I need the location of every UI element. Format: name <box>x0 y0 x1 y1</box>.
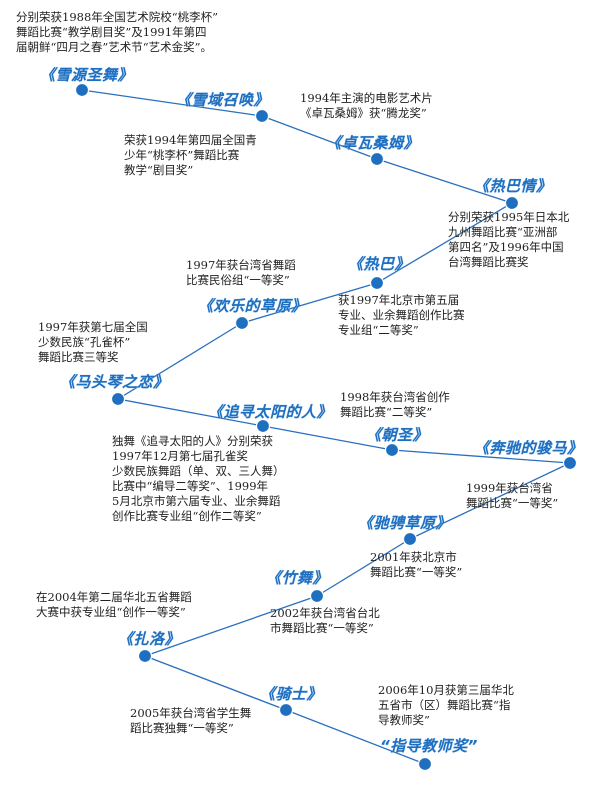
link-zhuowa-to-reba_qing <box>376 158 513 204</box>
note-zhidao: 2006年10月获第三届华北 五省市（区）舞蹈比赛“指 导教师奖” <box>378 683 514 727</box>
node-zhuwu <box>309 588 325 604</box>
node-reba <box>369 275 385 291</box>
note-reba-beijing: 获1997年北京市第五届 专业、业余舞蹈创作比赛 专业组“二等奖” <box>338 293 465 337</box>
link-xueyu-to-zhuowa <box>261 115 378 160</box>
link-xueyuan-to-xueyu <box>81 89 263 117</box>
node-reba_qing <box>504 195 520 211</box>
note-benchi: 1999年获台湾省 舞蹈比赛“一等奖” <box>466 481 559 510</box>
note-reba-qing: 分别荣获1995年日本北 九州舞蹈比赛“亚洲部 第四名”及1996年中国 台湾舞… <box>448 210 570 269</box>
note-chaosheng: 1998年获台湾省创作 舞蹈比赛“二等奖” <box>340 390 450 419</box>
note-chicheng: 2001年获北京市 舞蹈比赛“一等奖” <box>370 550 463 579</box>
node-zhidao <box>417 756 433 772</box>
title-zhuwu: 《竹舞》 <box>266 569 329 587</box>
title-zhidao: “指导教师奖” <box>380 737 478 755</box>
node-zhuowa <box>369 151 385 167</box>
link-huanle-to-matouqin <box>117 322 243 400</box>
node-matouqin <box>110 391 126 407</box>
node-benchi <box>562 455 578 471</box>
note-xueyu: 荣获1994年第四届全国青 少年“桃李杯”舞蹈比赛 教学“剧目奖” <box>124 133 257 177</box>
node-zhaluo <box>137 648 153 664</box>
node-chaosheng <box>384 442 400 458</box>
note-qishi: 2005年获台湾省学生舞 蹈比赛独舞“一等奖” <box>130 706 252 735</box>
title-zhaluo: 《扎洛》 <box>118 630 181 648</box>
node-zhuixun <box>255 418 271 434</box>
link-zhaluo-to-qishi <box>144 655 287 711</box>
title-zhuowa: 《卓瓦桑姆》 <box>326 134 420 152</box>
title-huanle: 《欢乐的草原》 <box>198 297 307 315</box>
note-reba-folk: 1997年获台湾省舞蹈 比赛民俗组“一等奖” <box>186 258 296 287</box>
link-chicheng-to-zhuwu <box>316 538 411 597</box>
link-reba_qing-to-reba <box>376 202 513 284</box>
link-zhuwu-to-zhaluo <box>144 595 318 657</box>
link-reba-to-huanle <box>241 282 378 324</box>
note-matouqin: 1997年获第七届全国 少数民族“孔雀杯” 舞蹈比赛三等奖 <box>38 320 148 364</box>
title-chaosheng: 《朝圣》 <box>366 426 429 444</box>
link-chaosheng-to-benchi <box>391 449 571 464</box>
node-xueyuan <box>74 82 90 98</box>
link-matouqin-to-zhuixun <box>117 398 264 427</box>
node-chicheng <box>402 531 418 547</box>
title-zhuixun: 《追寻太阳的人》 <box>208 403 333 421</box>
title-reba: 《热巴》 <box>348 255 411 273</box>
note-zhaluo: 在2004年第二届华北五省舞蹈 大赛中获专业组“创作一等奖” <box>36 590 192 619</box>
title-qishi: 《骑士》 <box>260 685 323 703</box>
node-huanle <box>234 315 250 331</box>
title-xueyu: 《雪域召唤》 <box>176 91 270 109</box>
note-zhuowa: 1994年主演的电影艺术片 《卓瓦桑姆》获“腾龙奖” <box>300 91 433 120</box>
title-reba-qing: 《热巴情》 <box>474 177 552 195</box>
note-zhuwu: 2002年获台湾省台北 市舞蹈比赛“一等奖” <box>270 606 380 635</box>
intro-note: 分别荣获1988年全国艺术院校“桃李杯” 舞蹈比赛“教学剧目奖”及1991年第四… <box>16 10 219 54</box>
node-xueyu <box>254 108 270 124</box>
title-matouqin: 《马头琴之恋》 <box>60 373 169 391</box>
link-qishi-to-zhidao <box>285 709 426 765</box>
link-benchi-to-chicheng <box>409 462 571 540</box>
title-xueyuan: 《雪源圣舞》 <box>40 66 134 84</box>
node-qishi <box>278 702 294 718</box>
title-benchi: 《奔驰的骏马》 <box>474 439 583 457</box>
note-zhuixun: 独舞《追寻太阳的人》分别荣获 1997年12月第七届孔雀奖 少数民族舞蹈（单、双… <box>112 434 285 523</box>
title-chicheng: 《驰骋草原》 <box>358 514 452 532</box>
link-zhuixun-to-chaosheng <box>262 425 393 451</box>
